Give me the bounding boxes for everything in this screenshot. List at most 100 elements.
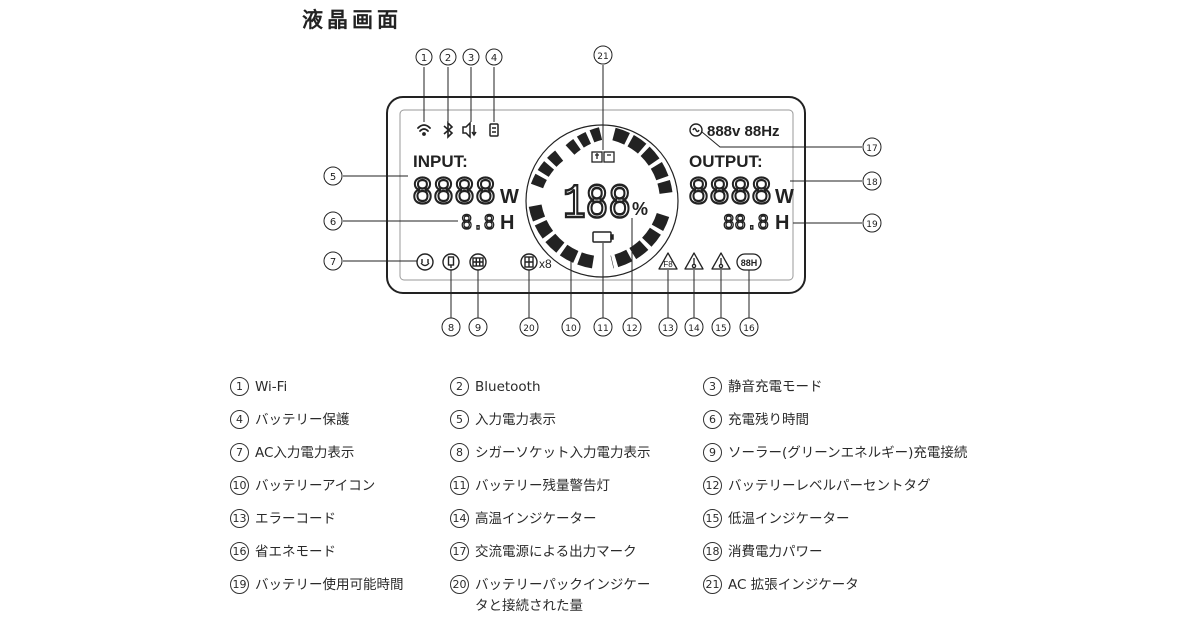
callout-number: 20	[523, 324, 535, 334]
legend-num: 16	[230, 542, 249, 561]
battery-percent-unit: %	[632, 199, 648, 219]
ring-outline	[525, 124, 679, 278]
callout-number: 18	[866, 178, 878, 188]
legend-num: 8	[450, 443, 469, 462]
legend-label: 高温インジケーター	[475, 511, 597, 527]
leader-lines	[343, 65, 862, 318]
ac-output-icon	[689, 123, 703, 137]
callout-4: 4	[485, 48, 503, 66]
callout-19: 19	[862, 213, 882, 233]
callout-17: 17	[862, 137, 882, 157]
callout-8: 8	[441, 317, 461, 337]
callout-number: 19	[866, 220, 878, 230]
input-watts: 8888	[412, 172, 496, 215]
legend-num: 21	[703, 575, 722, 594]
low-temp-icon	[711, 252, 731, 270]
legend-label: 充電残り時間	[728, 412, 809, 428]
callout-12: 12	[622, 317, 642, 337]
input-hours: 8.8	[461, 211, 495, 236]
ac-input-icon	[416, 253, 434, 271]
output-label: OUTPUT:	[689, 152, 763, 171]
legend-label: バッテリー使用可能時間	[255, 577, 404, 593]
callout-9: 9	[468, 317, 488, 337]
legend-item-21: 21 AC 拡張インジケータ	[703, 575, 859, 596]
legend-label: 消費電力パワー	[728, 544, 823, 560]
ac-expansion-icon	[591, 151, 615, 163]
legend-label: 省エネモード	[255, 544, 336, 560]
legend-label: シガーソケット入力電力表示	[475, 445, 651, 461]
legend-label: バッテリーパックインジケー タと接続された量	[475, 577, 651, 614]
legend-label: 静音充電モード	[728, 379, 823, 395]
legend-num: 7	[230, 443, 249, 462]
legend-label: 交流電源による出力マーク	[475, 544, 637, 560]
legend-num: 10	[230, 476, 249, 495]
legend-num: 19	[230, 575, 249, 594]
battery-percent: 188	[563, 178, 631, 232]
callout-14: 14	[684, 317, 704, 337]
callout-number: 14	[688, 324, 700, 334]
battery-protect-icon	[489, 123, 499, 137]
callout-circles: 1 2 3 4 21 5 6 7 8 9 20 10 11 12 13 14 1…	[323, 45, 882, 337]
error-code-icon: F8	[658, 252, 678, 270]
callout-number: 3	[468, 53, 474, 64]
legend-num: 6	[703, 410, 722, 429]
callout-21: 21	[593, 45, 613, 65]
legend-label: バッテリー残量警告灯	[475, 478, 610, 494]
legend-label: Wi-Fi	[255, 379, 288, 395]
output-watts-unit: W	[775, 186, 794, 208]
legend-label: AC入力電力表示	[255, 445, 355, 461]
callout-number: 16	[743, 324, 755, 334]
high-temp-icon	[684, 252, 704, 270]
callout-number: 11	[597, 324, 608, 334]
legend-label: AC 拡張インジケータ	[728, 577, 859, 593]
wifi-icon	[417, 124, 431, 136]
callout-15: 15	[711, 317, 731, 337]
callout-number: 9	[475, 323, 481, 334]
legend-num: 5	[450, 410, 469, 429]
error-code-text: F8	[663, 260, 673, 269]
legend-num: 13	[230, 509, 249, 528]
legend-item-19: 19 バッテリー使用可能時間	[230, 575, 404, 596]
input-hours-unit: H	[500, 212, 514, 234]
legend-item-11: 11 バッテリー残量警告灯	[450, 476, 610, 497]
callout-1: 1	[415, 48, 433, 66]
bluetooth-icon	[443, 121, 454, 139]
callout-3: 3	[462, 48, 480, 66]
callout-number: 13	[662, 324, 673, 334]
callout-number: 17	[866, 144, 877, 154]
legend-item-2: 2 Bluetooth	[450, 377, 541, 398]
battery-icon	[592, 231, 614, 243]
legend-num: 11	[450, 476, 469, 495]
callout-13: 13	[658, 317, 678, 337]
output-hours: 88.8	[723, 211, 769, 236]
input-watts-unit: W	[500, 186, 519, 208]
callout-11: 11	[593, 317, 613, 337]
battery-pack-count: x8	[539, 257, 552, 271]
callout-number: 21	[597, 52, 608, 62]
lcd-diagram: INPUT: 8888 W 8.8 H x8 188 % 888v 88Hz O…	[323, 45, 882, 337]
legend-label: 入力電力表示	[475, 412, 556, 428]
callout-16: 16	[739, 317, 759, 337]
callout-20: 20	[519, 317, 539, 337]
callout-6: 6	[323, 211, 343, 231]
ac-readout: 888v 88Hz	[707, 123, 780, 140]
callout-number: 5	[330, 172, 336, 183]
lcd-inner-frame	[399, 109, 794, 281]
lcd-outer-frame	[386, 96, 806, 294]
legend-label: エラーコード	[255, 511, 336, 527]
legend-num: 15	[703, 509, 722, 528]
legend-num: 9	[703, 443, 722, 462]
silent-charge-icon	[462, 121, 477, 139]
legend-num: 20	[450, 575, 469, 594]
legend-item-5: 5 入力電力表示	[450, 410, 556, 431]
legend-label: Bluetooth	[475, 379, 541, 395]
callout-5: 5	[323, 166, 343, 186]
callout-2: 2	[439, 48, 457, 66]
callout-10: 10	[561, 317, 581, 337]
legend-num: 2	[450, 377, 469, 396]
